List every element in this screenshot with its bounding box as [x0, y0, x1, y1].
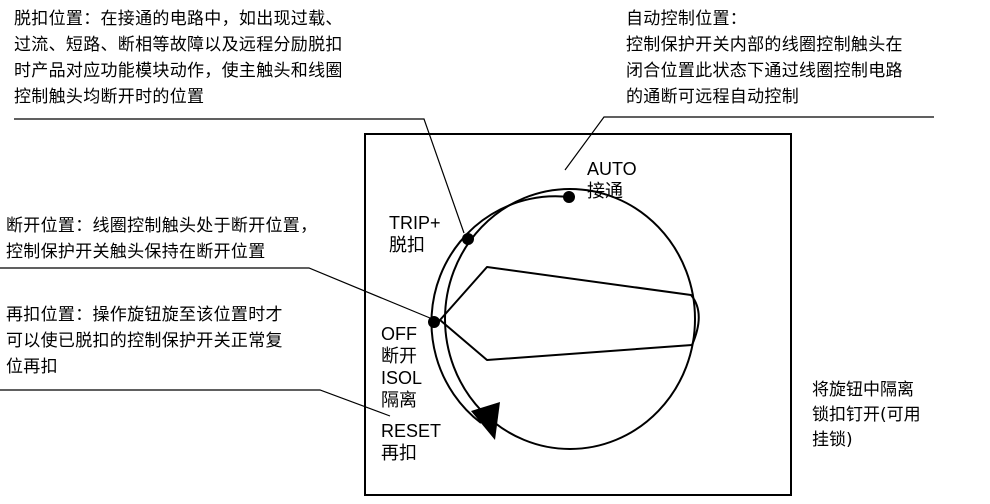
dot-off	[428, 316, 440, 328]
panel-frame	[364, 133, 792, 496]
knob-pointer	[439, 266, 700, 361]
leader-trip	[14, 118, 465, 234]
dot-auto	[563, 191, 575, 203]
reset-description: 再扣位置：操作旋钮旋至该位置时才 可以使已脱扣的控制保护开关正常复 位再扣	[6, 305, 283, 377]
position-label-isol: ISOL 隔离	[381, 368, 423, 410]
position-label-reset: RESET 再扣	[381, 421, 442, 463]
leader-reset	[0, 389, 391, 417]
auto-description: 自动控制位置： 控制保护开关内部的线圈控制触头在 闭合位置此状态下通过线圈控制电…	[626, 9, 903, 107]
trip-description: 脱扣位置：在接通的电路中，如出现过载、 过流、短路、断相等故障以及远程分励脱扣 …	[14, 9, 343, 107]
position-arc	[430, 195, 570, 424]
off-description: 断开位置：线圈控制触头处于断开位置， 控制保护开关触头保持在断开位置	[6, 216, 318, 262]
knob-ring	[444, 188, 696, 450]
arc-arrowhead	[471, 402, 500, 440]
position-label-off: OFF 断开	[381, 324, 417, 366]
dot-trip	[462, 233, 474, 245]
leader-auto	[564, 116, 934, 171]
padlock-note: 将旋钮中隔离 锁扣钉开(可用 挂锁)	[812, 380, 921, 450]
leader-off	[0, 267, 431, 319]
position-label-trip: TRIP+ 脱扣	[389, 213, 441, 255]
position-label-auto: AUTO 接通	[587, 159, 637, 201]
